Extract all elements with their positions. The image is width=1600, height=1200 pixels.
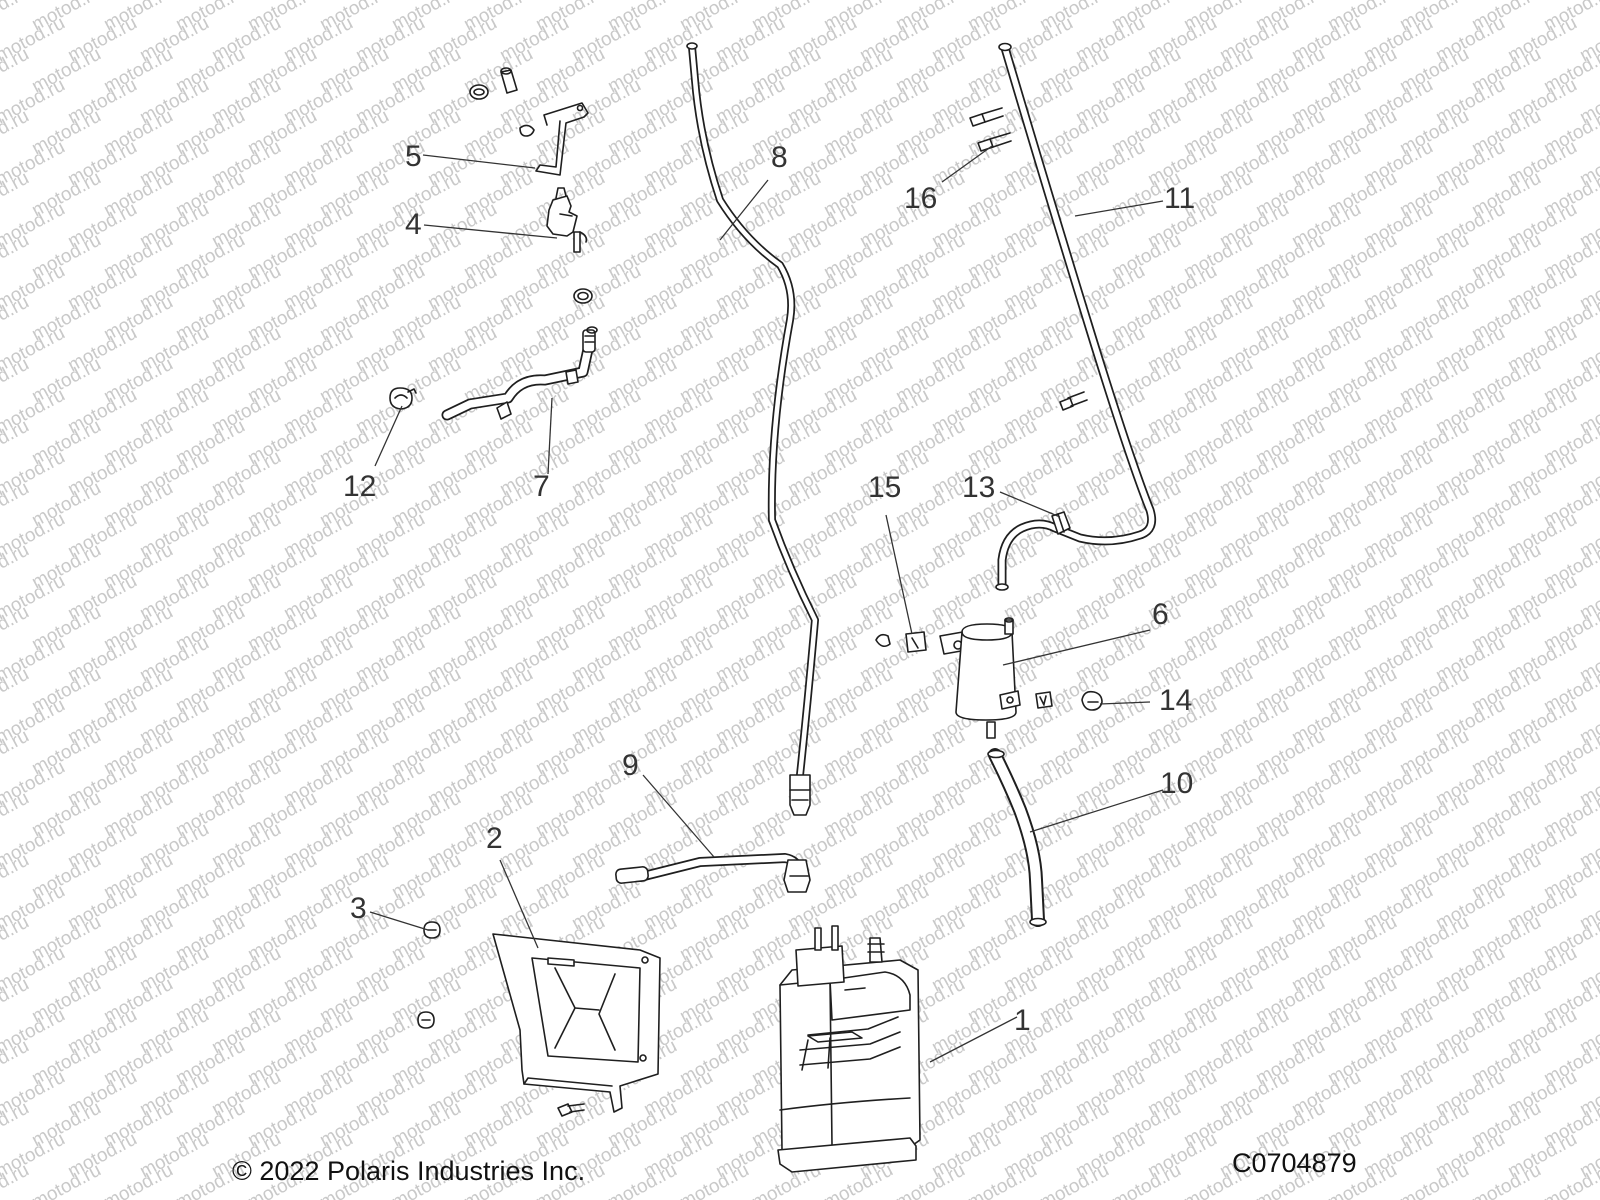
copyright-text: © 2022 Polaris Industries Inc.	[232, 1156, 585, 1186]
callout-5: 5	[405, 140, 422, 173]
callout-10: 10	[1160, 767, 1193, 800]
callout-9: 9	[622, 749, 639, 782]
diagram-code: C0704879	[1232, 1148, 1357, 1178]
callout-13: 13	[962, 471, 995, 504]
callout-8: 8	[771, 141, 788, 174]
callout-16: 16	[904, 182, 937, 215]
watermark-text: motod.ru	[1576, 0, 1600, 4]
callout-3: 3	[350, 892, 367, 925]
callout-11: 11	[1164, 182, 1195, 215]
callout-4: 4	[405, 208, 422, 241]
callout-15: 15	[868, 471, 901, 504]
callout-12: 12	[343, 470, 376, 503]
callout-2: 2	[486, 822, 503, 855]
callout-7: 7	[533, 470, 550, 503]
callout-1: 1	[1014, 1004, 1031, 1037]
part-14-push-pin	[1081, 690, 1103, 711]
callout-14: 14	[1159, 684, 1192, 717]
hose-clamp	[573, 288, 593, 304]
callout-6: 6	[1152, 598, 1169, 631]
